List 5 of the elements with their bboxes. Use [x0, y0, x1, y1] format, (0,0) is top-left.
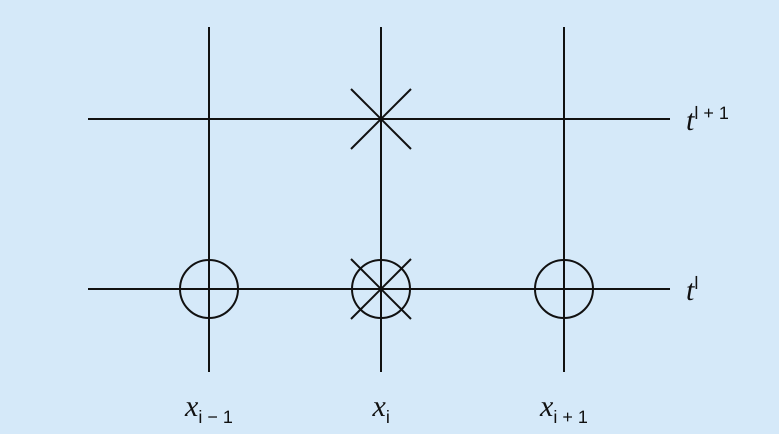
- time-level-label: t$^{l}$: [686, 274, 698, 306]
- time-level-label: t$^{l + 1}$: [686, 104, 729, 136]
- grid-point-label: x$_{i + 1}$: [540, 392, 588, 426]
- grid-point-label: x$_{i − 1}$: [185, 392, 233, 426]
- grid-point-label: x$_{i}$: [372, 392, 390, 426]
